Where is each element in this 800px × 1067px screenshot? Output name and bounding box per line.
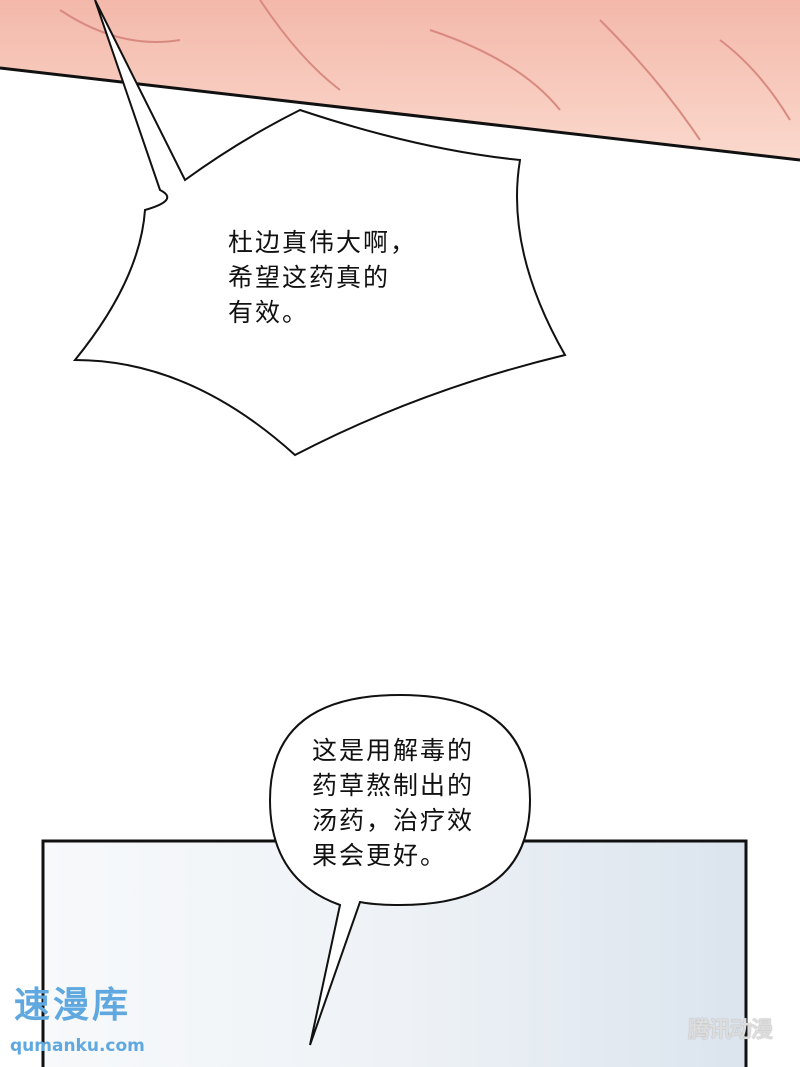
watermark-site-name: 速漫库 <box>14 985 132 1026</box>
watermark-publisher: 腾讯动漫 <box>688 1018 773 1043</box>
speech-text-bottom: 这是用解毒的 药草熬制出的 汤药，治疗效 果会更好。 <box>312 733 474 873</box>
speech-text-top: 杜边真伟大啊， 希望这药真的 有效。 <box>228 225 417 330</box>
top-panel-skin <box>0 0 800 162</box>
speech-bubble-bottom <box>268 693 532 1046</box>
speech-line: 杜边真伟大啊， <box>228 228 418 257</box>
watermark-site-url: qumanku.com <box>10 1036 145 1056</box>
speech-line: 药草熬制出的 <box>312 771 475 800</box>
speech-line: 汤药，治疗效 <box>312 806 475 835</box>
speech-line: 希望这药真的 <box>228 263 391 292</box>
speech-bubble-top <box>72 0 567 457</box>
speech-line: 有效。 <box>228 298 310 327</box>
speech-line: 果会更好。 <box>312 841 448 870</box>
speech-line: 这是用解毒的 <box>312 736 475 765</box>
